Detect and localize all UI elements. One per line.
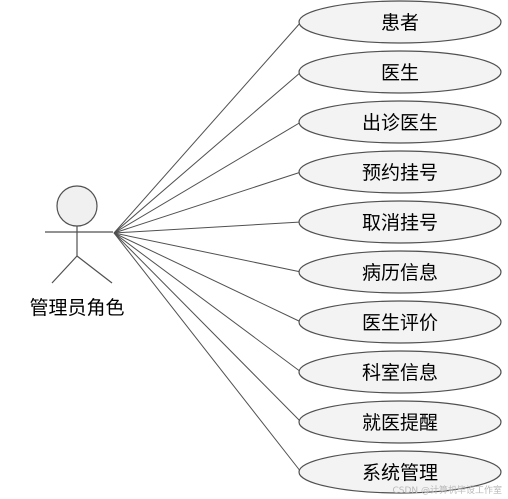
actor-label: 管理员角色 (29, 297, 124, 319)
use-case: 出诊医生 (298, 100, 502, 144)
use-case-ellipse (298, 350, 502, 394)
use-case-ellipse (298, 200, 502, 244)
use-case-ellipse (298, 100, 502, 144)
use-case: 就医提醒 (298, 400, 502, 444)
use-case-label: 医生评价 (362, 312, 438, 334)
use-case: 系统管理 (298, 450, 502, 494)
use-case-ellipse (298, 300, 502, 344)
use-case-label: 就医提醒 (362, 412, 438, 434)
association-line (113, 221, 302, 234)
use-case-ellipse (298, 0, 502, 44)
association-line (113, 232, 302, 323)
actor-left-leg (51, 255, 78, 284)
association-line (113, 232, 302, 373)
actor-head (56, 185, 98, 227)
association-line (113, 232, 302, 473)
use-case-label: 取消挂号 (362, 212, 438, 234)
use-case-label: 科室信息 (362, 362, 438, 384)
association-line (113, 232, 302, 273)
use-case-label: 预约挂号 (362, 162, 438, 184)
use-case: 科室信息 (298, 350, 502, 394)
actor: 管理员角色 (29, 185, 125, 319)
use-case: 取消挂号 (298, 200, 502, 244)
watermark: CSDN @计算机毕设工作室 (392, 486, 502, 496)
use-case: 医生评价 (298, 300, 502, 344)
use-case-label: 医生 (381, 62, 419, 84)
use-case: 患者 (298, 0, 502, 44)
association-line (113, 121, 302, 234)
association-line (113, 232, 302, 423)
actor-right-leg (76, 255, 113, 284)
association-line (113, 71, 302, 234)
use-case-label: 出诊医生 (362, 112, 438, 134)
association-line (113, 171, 302, 234)
use-case: 医生 (298, 50, 502, 94)
association-lines (113, 21, 302, 473)
use-case: 预约挂号 (298, 150, 502, 194)
use-case-ellipse (298, 50, 502, 94)
use-case-label: 病历信息 (362, 262, 438, 284)
association-line (113, 21, 302, 234)
use-case-ellipse (298, 450, 502, 494)
use-case: 病历信息 (298, 250, 502, 294)
use-case-ellipse (298, 150, 502, 194)
use-case-label: 患者 (381, 12, 419, 34)
use-case-ellipse (298, 400, 502, 444)
use-case-label: 系统管理 (362, 462, 438, 484)
use-case-ellipse (298, 250, 502, 294)
